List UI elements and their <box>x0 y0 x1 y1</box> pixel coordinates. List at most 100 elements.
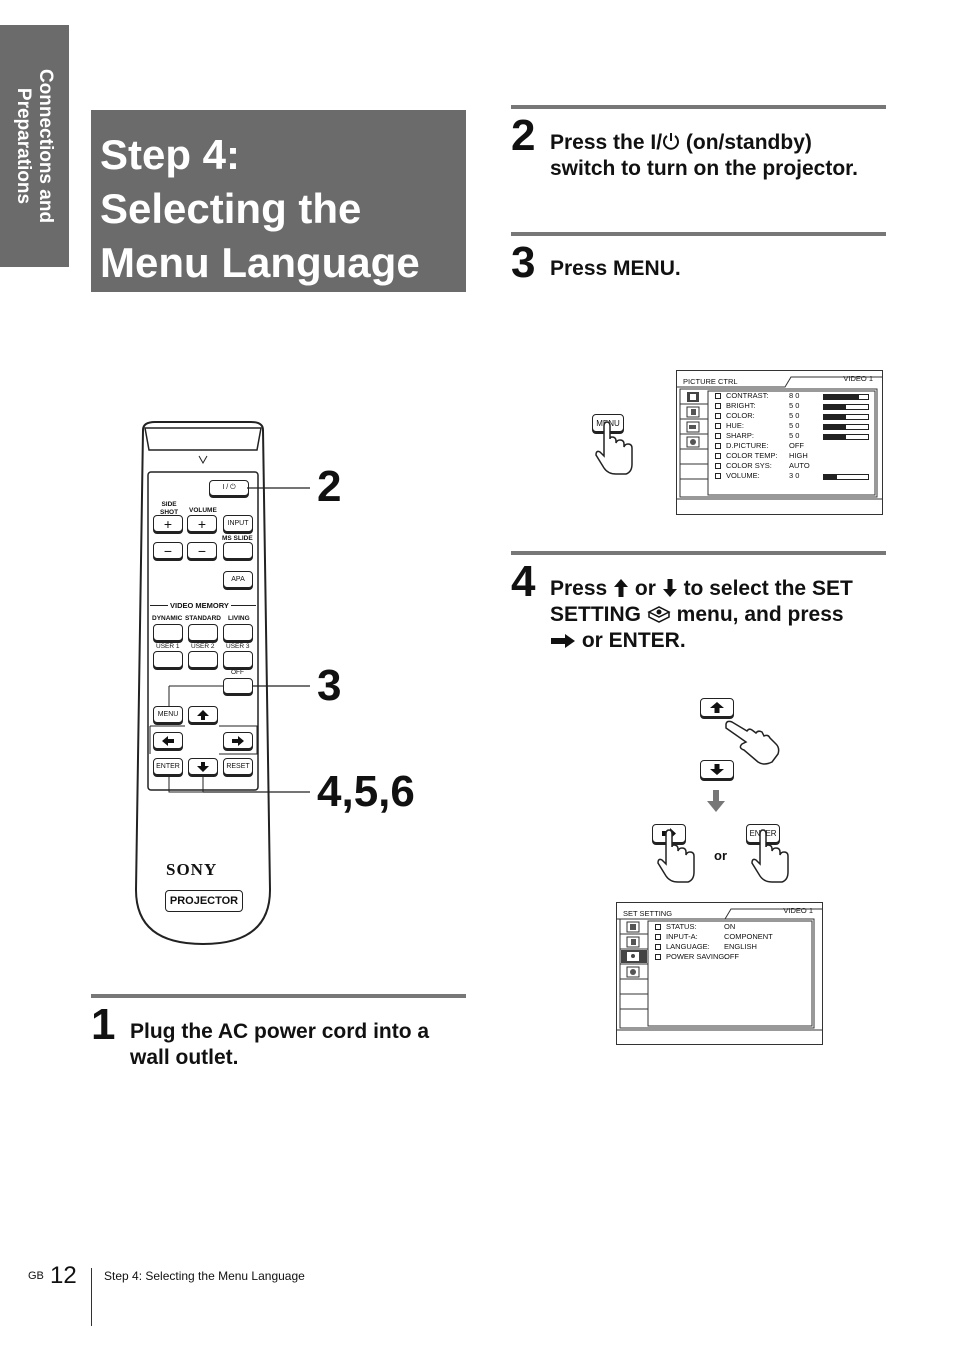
osd-level-bar <box>823 414 869 420</box>
osd-row-label: VOLUME: <box>726 471 760 480</box>
right-press-illustration <box>650 822 700 888</box>
up-button[interactable] <box>188 706 218 723</box>
osd-bullet-icon <box>715 423 721 430</box>
off-label: OFF <box>231 669 244 676</box>
sony-logo: SONY <box>166 860 218 879</box>
osd-row-label: STATUS: <box>666 922 697 931</box>
step1-text: Plug the AC power cord into a wall outle… <box>130 1019 429 1071</box>
step1-text-line1: Plug the AC power cord into a <box>130 1020 430 1043</box>
down-arrow-icon <box>197 761 209 772</box>
user3-button[interactable] <box>223 651 253 668</box>
left-arrow-icon <box>162 735 174 746</box>
step4-text-f: or ENTER. <box>576 629 686 652</box>
osd-level-bar <box>823 434 869 440</box>
step2-text-a: Press the <box>550 131 651 154</box>
osd-row-value: 5 0 <box>789 411 800 420</box>
step2-text: Press the I/ (on/standby) switch to turn… <box>550 130 858 182</box>
user1-button[interactable] <box>153 651 183 668</box>
callout-2: 2 <box>317 462 342 511</box>
side-shot-minus-button[interactable]: − <box>153 542 183 559</box>
osd-bullet-icon <box>655 944 661 951</box>
menu-press-illustration: MENU <box>590 412 640 482</box>
power-standby-icon <box>663 133 680 150</box>
updown-press-illustration <box>698 696 788 816</box>
right-arrow-icon <box>232 735 244 746</box>
projector-label: PROJECTOR <box>165 890 243 912</box>
osd-row-value: OFF <box>724 952 739 961</box>
osd-row-value: HIGH <box>789 451 808 460</box>
side-shot-plus-button[interactable]: + <box>153 515 183 532</box>
osd-row-label: COLOR: <box>726 411 755 420</box>
user1-label: USER 1 <box>156 643 180 650</box>
power-button[interactable]: I / ⏻ <box>209 480 249 496</box>
osd-bullet-icon <box>715 473 721 480</box>
volume-minus-button[interactable]: − <box>187 542 217 559</box>
osd-level-bar <box>823 474 869 480</box>
osd-row: POWER SAVING: <box>655 952 726 961</box>
osd-bullet-icon <box>715 413 721 420</box>
callout-3: 3 <box>317 661 342 710</box>
apa-button[interactable]: APA <box>223 571 253 588</box>
menu-button[interactable]: MENU <box>153 706 183 723</box>
right-button[interactable] <box>223 732 253 749</box>
callout-456: 4,5,6 <box>317 767 415 816</box>
hand-pointer-icon <box>751 829 789 883</box>
page-number: 12 <box>50 1262 77 1289</box>
living-label: LIVING <box>228 615 250 622</box>
footer-divider <box>91 1268 92 1326</box>
navigation-bracket <box>149 685 258 793</box>
user3-label: USER 3 <box>226 643 250 650</box>
step2-text-line2: switch to turn on the projector. <box>550 157 859 180</box>
ms-slide-button[interactable] <box>223 542 253 559</box>
osd-bullet-icon <box>655 924 661 931</box>
hand-pointer-icon <box>725 720 780 765</box>
osd-row: COLOR: <box>715 411 755 420</box>
hand-pointer-icon <box>595 421 633 475</box>
title-line1: Step 4: <box>100 131 241 178</box>
up-arrow-icon <box>710 702 724 713</box>
osd1-source: VIDEO 1 <box>843 374 873 383</box>
step1-number: 1 <box>91 1000 116 1049</box>
osd-row: INPUT-A: <box>655 932 698 941</box>
osd-bullet-icon <box>715 433 721 440</box>
osd-bullet-icon <box>655 934 661 941</box>
volume-plus-button[interactable]: + <box>187 515 217 532</box>
osd-row: BRIGHT: <box>715 401 756 410</box>
step4-text-e: menu, and press <box>670 603 844 626</box>
standard-button[interactable] <box>188 624 218 641</box>
osd-bullet-icon <box>715 453 721 460</box>
down-button[interactable] <box>188 758 218 775</box>
osd-row-value: 5 0 <box>789 421 800 430</box>
step2-text-c: (on/standby) <box>680 131 812 154</box>
living-button[interactable] <box>223 624 253 641</box>
osd-bullet-icon <box>715 443 721 450</box>
step4-text-a: Press <box>550 577 614 600</box>
user2-button[interactable] <box>188 651 218 668</box>
dynamic-button[interactable] <box>153 624 183 641</box>
step3-text: Press MENU. <box>550 257 681 280</box>
step4-number: 4 <box>511 557 536 606</box>
set-setting-icon <box>647 606 671 623</box>
osd-bullet-icon <box>655 954 661 961</box>
section-tab: Connections and Preparations <box>0 25 69 267</box>
title-line3: Menu Language <box>100 239 420 286</box>
osd-row-value: 5 0 <box>789 431 800 440</box>
step4-text-b: or <box>629 577 662 600</box>
off-button[interactable] <box>223 678 253 694</box>
reset-button[interactable]: RESET <box>223 758 253 775</box>
osd-bullet-icon <box>715 463 721 470</box>
osd-row-label: COLOR SYS: <box>726 461 772 470</box>
step4-text-d: SETTING <box>550 603 647 626</box>
osd-row-value: 3 0 <box>789 471 800 480</box>
input-button[interactable]: INPUT <box>223 515 253 532</box>
left-button[interactable] <box>153 732 183 749</box>
step3-rule <box>511 232 886 236</box>
osd-level-bar <box>823 424 869 430</box>
page-title: Step 4: Selecting the Menu Language <box>91 110 466 292</box>
osd-row-label: INPUT-A: <box>666 932 698 941</box>
osd-level-bar <box>823 404 869 410</box>
or-label: or <box>714 848 727 863</box>
osd-row: SHARP: <box>715 431 754 440</box>
enter-button[interactable]: ENTER <box>153 758 183 775</box>
